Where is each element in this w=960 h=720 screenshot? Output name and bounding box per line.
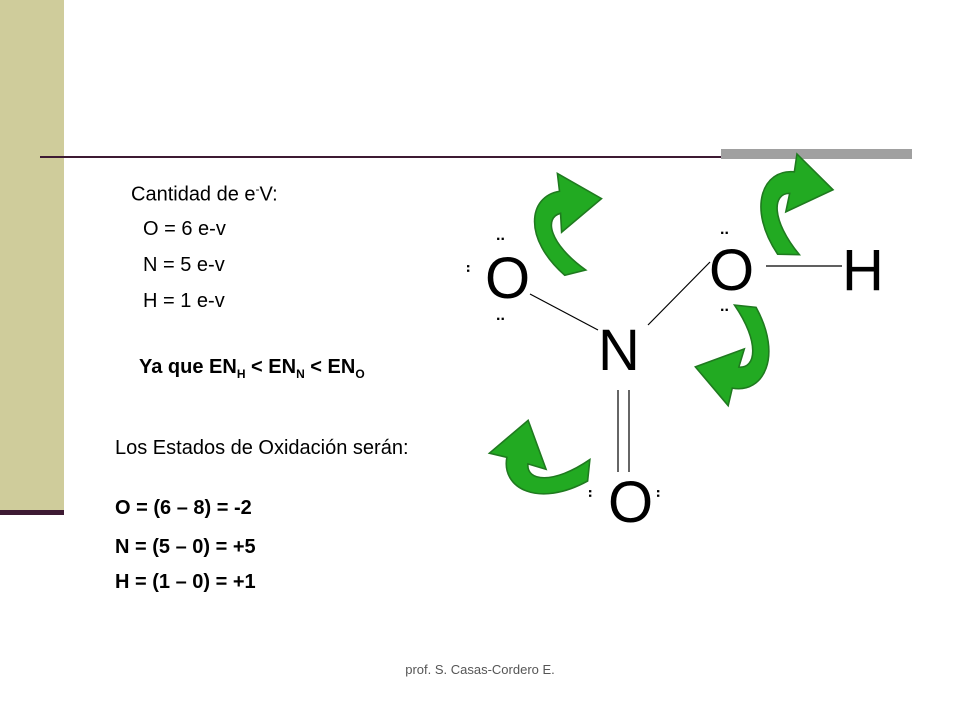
bond-o-left-n bbox=[529, 293, 599, 331]
arrow-to-o-right-top-icon bbox=[747, 147, 841, 265]
en-sub-o: O bbox=[355, 367, 365, 381]
en-mid-1: < EN bbox=[245, 356, 297, 378]
atom-o-bottom: O bbox=[608, 470, 653, 535]
valence-line-n: N = 5 e-v bbox=[143, 254, 225, 276]
lone-pair-o-left-bottom: .. bbox=[496, 307, 505, 324]
oxidation-line-h: H = (1 – 0) = +1 bbox=[115, 571, 256, 593]
lone-pairs: .. .. .. .. .. .. .. bbox=[463, 221, 729, 498]
title-rule bbox=[40, 156, 910, 158]
oxidation-line-n: N = (5 – 0) = +5 bbox=[115, 536, 256, 558]
lone-pair-o-bottom-left: .. bbox=[585, 489, 602, 498]
valence-heading-prefix: Cantidad de e bbox=[131, 183, 256, 206]
oxidation-line-o: O = (6 – 8) = -2 bbox=[115, 497, 252, 519]
footer-credit: prof. S. Casas-Cordero E. bbox=[405, 662, 555, 677]
arrow-to-o-left-icon bbox=[533, 172, 603, 277]
electronegativity-statement: Ya que ENH < ENN < ENO bbox=[139, 356, 365, 381]
oxidation-heading: Los Estados de Oxidación serán: bbox=[115, 437, 409, 459]
valence-line-h: H = 1 e-v bbox=[143, 290, 225, 312]
valence-heading-sup: - bbox=[255, 182, 260, 196]
title-rule-accent bbox=[721, 149, 912, 159]
lone-pair-o-right-top: .. bbox=[720, 221, 729, 238]
electron-transfer-arrows bbox=[480, 147, 841, 511]
atom-o-left: O bbox=[485, 246, 530, 311]
lone-pair-o-left-side: .. bbox=[463, 264, 480, 273]
valence-heading-suffix: V: bbox=[259, 183, 278, 206]
valence-heading: Cantidad de e-V: bbox=[131, 182, 278, 207]
sidebar-band-base bbox=[0, 510, 64, 515]
en-prefix: Ya que EN bbox=[139, 356, 237, 378]
valence-line-o: O = 6 e-v bbox=[143, 218, 226, 240]
atom-o-right: O bbox=[709, 238, 754, 303]
en-mid-2: < EN bbox=[304, 356, 356, 378]
lone-pair-o-left-top: .. bbox=[496, 227, 505, 244]
atom-h: H bbox=[842, 238, 884, 303]
lone-pair-o-bottom-right: .. bbox=[653, 489, 670, 498]
bond-n-o-right bbox=[647, 261, 711, 326]
lone-pair-o-right-bottom: .. bbox=[720, 298, 729, 315]
arrow-to-o-bottom-icon bbox=[480, 410, 601, 511]
atom-n: N bbox=[598, 318, 640, 383]
en-sub-h: H bbox=[236, 367, 246, 381]
en-sub-n: N bbox=[296, 367, 305, 381]
sidebar-band bbox=[0, 0, 64, 512]
arrow-to-o-right-bottom-icon bbox=[685, 294, 786, 415]
